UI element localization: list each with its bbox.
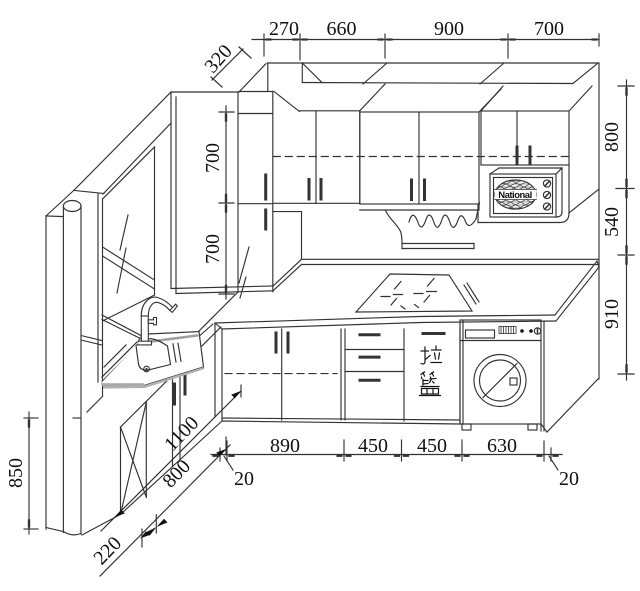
svg-text:20: 20: [234, 468, 254, 490]
svg-text:450: 450: [417, 435, 447, 457]
svg-text:700: 700: [202, 143, 224, 173]
svg-text:630: 630: [487, 435, 517, 457]
svg-text:900: 900: [434, 18, 464, 40]
svg-text:20: 20: [559, 468, 579, 490]
svg-text:890: 890: [270, 435, 300, 457]
svg-text:910: 910: [601, 299, 623, 329]
svg-text:540: 540: [601, 207, 623, 237]
svg-text:450: 450: [358, 435, 388, 457]
svg-text:270: 270: [269, 18, 299, 40]
svg-text:700: 700: [202, 234, 224, 264]
svg-text:800: 800: [601, 122, 623, 152]
svg-text:National: National: [498, 190, 531, 201]
svg-text:660: 660: [327, 18, 357, 40]
svg-text:850: 850: [5, 458, 27, 488]
svg-text:700: 700: [534, 18, 564, 40]
